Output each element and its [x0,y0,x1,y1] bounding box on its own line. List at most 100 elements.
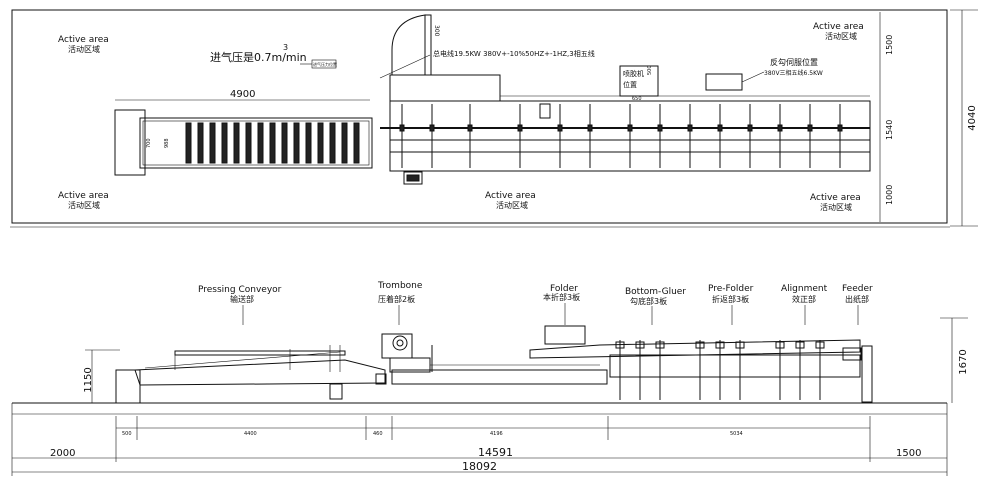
trombone-plan: 300 [391,14,440,76]
dim-500-side-label: 500 [122,431,132,437]
conveyor-plan: 4900 700 988 [114,89,373,176]
dim-4040-label: 4040 [967,105,978,130]
trombone-side [381,333,433,373]
module-folder-zh: 本折部3板 [543,292,580,302]
side-frame-head [795,341,805,349]
side-frame-head [695,341,705,349]
glue-station-label-1: 喷胶机 [623,69,644,78]
glue-station-plan: 喷胶机 位置 500 650 [619,65,659,102]
plan-view-border [11,9,948,224]
dim-1500-plan-label: 1500 [885,35,894,55]
module-trombone-zh: 压着部2板 [378,294,415,304]
machine-frame-plan [380,74,871,185]
active-area-bottom-mid-zh: 活动区域 [496,200,528,210]
frame-post-clamp [837,124,843,132]
dim-1540-plan-label: 1540 [885,120,894,140]
module-pressing-conveyor-zh: 输送部 [230,294,254,304]
frame-post-clamp [557,124,563,132]
dim-1150-label: 1150 [83,367,94,392]
conveyor-belt-strip [317,122,324,164]
conveyor-belt-strip [257,122,264,164]
frame-post-clamp [657,124,663,132]
module-feeder-zh: 出纸部 [845,294,869,304]
module-bottom-gluer-zh: 勾底部3板 [630,296,667,306]
conveyor-belt-strip [221,122,228,164]
conveyor-belt-strip [197,122,204,164]
dim-460-label: 460 [373,431,383,437]
dim-700-label: 700 [146,138,152,148]
module-alignment-en: Alignment [781,284,828,294]
active-area-bottom-right-zh: 活动区域 [820,202,852,212]
conveyor-belt-strip [245,122,252,164]
side-frame-head [775,341,785,349]
conveyor-belt-strip [341,122,348,164]
frame-post-clamp [429,124,435,132]
dim-14591-label: 14591 [478,446,513,459]
module-alignment-zh: 效正部 [792,294,816,304]
conveyor-belt-strip [281,122,288,164]
active-area-bottom-left-en: Active area [58,191,109,201]
conveyor-belt-strip [185,122,192,164]
active-area-top-left-zh: 活动区域 [68,44,100,54]
dim-5034-label: 5034 [730,431,743,437]
plan-right-dims: 1500 1540 1000 [879,12,894,222]
servo-label-1: 反勾伺服位置 [770,57,818,67]
module-folder-en: Folder [550,284,578,294]
conveyor-belt-strip [269,122,276,164]
frame-post-clamp [587,124,593,132]
active-area-bottom-right-en: Active area [810,193,861,203]
power-note: 总电线19.5KW 380V+-10%50HZ+-1HZ,3相五线 [433,49,595,58]
air-pressure-tag: 进气压力位置 [313,61,337,67]
module-pre-folder-zh: 折返部3板 [712,294,749,304]
side-frame-head [815,341,825,349]
side-frame-head [615,341,625,349]
dim-4400-label: 4400 [244,431,257,437]
dim-500-label: 500 [647,65,653,75]
side-frame-head [655,341,665,349]
plan-view: 4040 Active area 活动区域 Active area 活动区域 A… [10,9,978,228]
module-pre-folder-en: Pre-Folder [708,284,754,294]
frame-post-clamp [687,124,693,132]
machine-frame-side [391,325,873,403]
active-area-top-right-zh: 活动区域 [825,31,857,41]
dim-4900-label: 4900 [230,89,255,100]
module-dimension-chain: 500 4400 460 4196 5034 [115,416,871,440]
conveyor-belt-strip [305,122,312,164]
module-feeder-en: Feeder [842,284,873,294]
conveyor-belt-strip [233,122,240,164]
frame-post-clamp [777,124,783,132]
module-pressing-conveyor-en: Pressing Conveyor [198,285,282,295]
servo-plan: 反勾伺服位置 380V三相五线6.5KW [705,57,823,91]
module-labels: Pressing Conveyor 输送部 Trombone 压着部2板 Fol… [198,281,873,325]
module-bottom-gluer-en: Bottom-Gluer [625,287,686,297]
active-area-bottom-mid-en: Active area [485,191,536,201]
active-area-top-left-en: Active area [58,35,109,45]
dim-2000-label: 2000 [50,448,75,459]
frame-post-clamp [807,124,813,132]
side-frame-head [715,341,725,349]
dim-1000-plan-label: 1000 [885,185,894,205]
dim-4040: 4040 [950,9,978,227]
dim-988-label: 988 [164,138,170,148]
active-area-bottom-left-zh: 活动区域 [68,200,100,210]
conveyor-belt-strip [293,122,300,164]
dim-18092-label: 18092 [462,460,497,473]
height-dimensions: 1150 1670 [83,317,969,403]
frame-post-clamp [747,124,753,132]
side-frame-head [635,341,645,349]
pressing-conveyor-side [115,345,387,404]
servo-label-2: 380V三相五线6.5KW [764,69,823,77]
dim-4196-label: 4196 [490,431,503,437]
air-pressure-exponent: 3 [283,43,288,52]
side-view: Pressing Conveyor 输送部 Trombone 压着部2板 Fol… [11,281,969,476]
dim-650-label: 650 [632,96,642,102]
module-trombone-en: Trombone [377,281,423,291]
overall-dimensions: 2000 14591 1500 18092 [11,403,948,476]
dim-1500-side-label: 1500 [896,448,921,459]
dim-1670-label: 1670 [958,349,969,374]
glue-station-label-2: 位置 [623,80,637,89]
conveyor-belt-strip [353,122,360,164]
conveyor-belt-strip [329,122,336,164]
frame-post-clamp [399,124,405,132]
frame-post-clamp [517,124,523,132]
